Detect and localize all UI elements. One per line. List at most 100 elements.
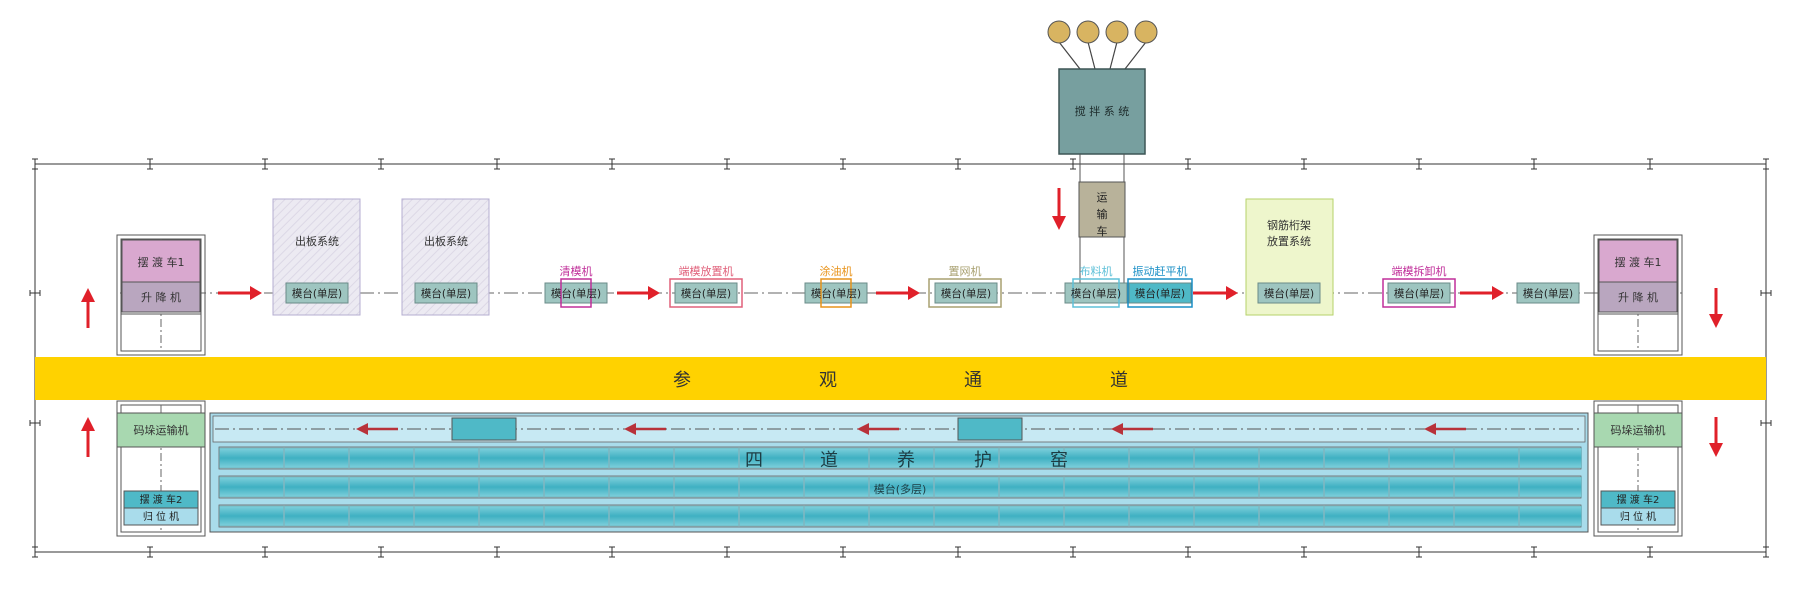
flow-arrow-left [857,423,899,435]
transport-car-char: 输 [1097,207,1108,221]
flow-arrow-left [1111,423,1153,435]
kiln-label: 四道养护窑 [745,450,1068,471]
dimension-tick [1416,158,1422,170]
kiln-row [218,475,1582,499]
kiln-cell [1454,447,1519,469]
mould-table [674,282,738,304]
kiln-cell [1519,505,1582,527]
machine-frame [669,278,743,308]
kiln-table-label: 模台(多层) [874,482,927,496]
mould-table [1128,282,1192,304]
dimension-tick [32,158,38,170]
right-lower-block: 码垛运输机 摆 渡 车2 归 位 机 [1593,400,1683,537]
station-last: 模台(单层) [1516,282,1580,304]
mould-table [1387,282,1451,304]
kiln-cell [674,447,739,469]
down-arrow-right-top [1709,314,1723,328]
kiln-cell [1259,505,1324,527]
kiln-cell [934,476,999,498]
dimension-tick [724,546,730,558]
kiln-cell [1259,447,1324,469]
kiln-cell [1129,476,1194,498]
left-return-machine [123,507,199,526]
kiln-char: 道 [820,450,838,471]
kiln-cell [1519,447,1582,469]
flow-arrow-right [1460,286,1504,300]
left-ferry-car-2-label: 摆 渡 车2 [140,493,183,506]
right-stacker [1593,412,1683,448]
upper-flow-arrows [218,286,1504,300]
kiln-cell [414,476,479,498]
kiln-cell [934,447,999,469]
kiln-cell [349,505,414,527]
dimension-tick [1531,546,1537,558]
kiln-cell [414,447,479,469]
visitor-aisle-label: 参观通道 [673,370,1128,391]
aisle-char: 参 [673,370,691,391]
aisle-char: 观 [819,370,837,391]
right-upper-block: 摆 渡 车1 升 降 机 [1593,234,1683,356]
right-return-machine [1600,507,1676,526]
return-table-2 [957,417,1023,441]
kiln-cell [1389,505,1454,527]
mould-table-label: 模台(单层) [1135,287,1185,300]
dimension-tick [1647,158,1653,170]
kiln-cell [1389,476,1454,498]
hopper-icon [1134,20,1158,44]
mould-table [934,282,998,304]
mould-table-label: 模台(单层) [551,287,601,300]
kiln-cell [1064,505,1129,527]
dimension-tick [262,158,268,170]
dimension-tick-side [29,290,41,296]
right-ferry-car-1-label: 摆 渡 车1 [1615,255,1662,269]
kiln-cell [674,505,739,527]
kiln-cell [674,476,739,498]
kiln-cell [609,505,674,527]
right-stacker-label: 码垛运输机 [1611,423,1666,437]
up-arrow-left-bottom [81,417,95,431]
machine-label: 端模放置机 [679,264,734,278]
flow-arrow-right [218,286,262,300]
kiln-cell [1129,447,1194,469]
kiln-cell [544,447,609,469]
kiln-cell [1454,505,1519,527]
right-lift [1598,281,1678,313]
kiln-cell [414,505,479,527]
flow-arrow-right [876,286,920,300]
hoppers [1047,20,1158,70]
return-flow-arrows [356,423,1466,435]
mixer-system: 搅 拌 系 统 运输车 [1047,20,1158,290]
mould-table [1257,282,1321,304]
mould-table [414,282,478,304]
left-stacker-label: 码垛运输机 [134,423,189,437]
mould-table-label: 模台(单层) [292,287,342,300]
mixer-box [1058,68,1146,155]
kiln-cell [479,505,544,527]
kiln-cell [1324,476,1389,498]
kiln-char: 窑 [1050,450,1068,471]
mould-table-label: 模台(单层) [811,287,861,300]
dimension-tick [378,546,384,558]
dimension-tick [840,546,846,558]
kiln-cell [1454,476,1519,498]
down-arrow-right-bottom [1709,443,1723,457]
mould-table-label: 模台(单层) [1394,287,1444,300]
hopper-icon [1047,20,1071,44]
left-upper-block: 摆 渡 车1 升 降 机 [116,234,206,356]
left-lower-block: 码垛运输机 摆 渡 车2 归 位 机 [116,400,206,537]
dimension-tick [609,546,615,558]
kiln-cell [544,505,609,527]
dimension-tick [1070,158,1076,170]
machine-label: 置网机 [949,264,982,278]
kiln-cell [479,447,544,469]
visitor-aisle [35,357,1766,400]
kiln-cell [869,476,934,498]
kiln-cell [1389,447,1454,469]
up-arrow-left-top [81,288,95,302]
dimension-tick [840,158,846,170]
station-system-label: 放置系统 [1267,234,1311,248]
machine-frame [820,278,852,308]
